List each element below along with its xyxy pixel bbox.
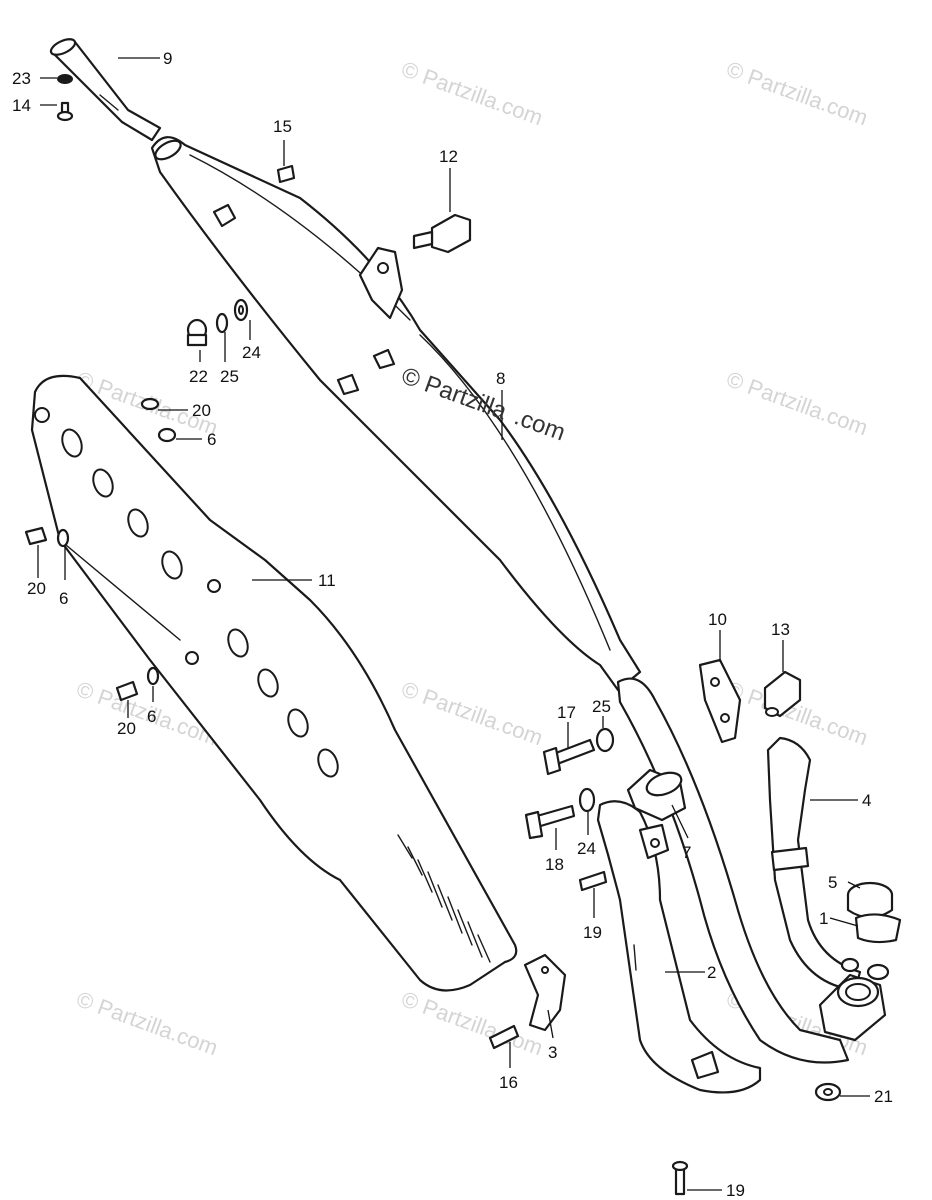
nut-23 <box>57 74 73 84</box>
watermark-text: © Partzilla.com <box>398 56 546 130</box>
callout-9: 9 <box>163 49 172 68</box>
callout-labels: 9 23 14 15 12 22 25 24 20 6 8 20 6 11 20… <box>12 49 893 1200</box>
callout-12: 12 <box>439 147 458 166</box>
watermark-text: © Partzilla.com <box>73 986 221 1060</box>
nut-6 <box>56 528 70 548</box>
washer-25 <box>215 312 229 334</box>
part-collars <box>818 881 902 1042</box>
part-exhaust-pipe-lower <box>596 800 762 1094</box>
callout-17: 17 <box>557 703 576 722</box>
callout-22: 22 <box>189 367 208 386</box>
callout-15: 15 <box>273 117 292 136</box>
callout-24: 24 <box>242 343 261 362</box>
bolt-19 <box>674 1166 686 1196</box>
callout-19: 19 <box>583 923 602 942</box>
screw-20 <box>24 526 48 546</box>
washer-24 <box>578 787 596 813</box>
callout-3: 3 <box>548 1043 557 1062</box>
part-clamp-3 <box>523 953 567 1032</box>
bolt-16 <box>488 1024 520 1050</box>
part-heat-shield <box>30 374 518 992</box>
washer-25 <box>595 727 615 753</box>
callout-6: 6 <box>207 430 216 449</box>
part-muffler <box>150 136 642 692</box>
callout-14: 14 <box>12 96 31 115</box>
callout-20: 20 <box>117 719 136 738</box>
callout-25: 25 <box>220 367 239 386</box>
callout-6: 6 <box>147 707 156 726</box>
callout-5: 5 <box>828 873 837 892</box>
watermark-text: © Partzilla.com <box>723 56 871 130</box>
watermark-text: © Partzilla.com <box>723 366 871 440</box>
callout-7: 7 <box>682 843 691 862</box>
callout-16: 16 <box>499 1073 518 1092</box>
callout-20: 20 <box>27 579 46 598</box>
callout-20: 20 <box>192 401 211 420</box>
hardware <box>24 74 842 1196</box>
watermark-text: © Partzilla.com <box>398 986 546 1060</box>
screw-20 <box>115 680 139 702</box>
screw-20 <box>140 397 160 411</box>
callout-24: 24 <box>577 839 596 858</box>
part-sleeve <box>626 768 687 822</box>
callout-1: 1 <box>819 909 828 928</box>
callout-6: 6 <box>59 589 68 608</box>
nut-6 <box>157 427 177 443</box>
part-stud-12 <box>412 213 472 254</box>
nut-6 <box>146 666 160 686</box>
watermark-text: © Partzilla.com <box>398 676 546 750</box>
leader-lines <box>37 57 870 1191</box>
watermark-center-b: .com <box>511 403 569 446</box>
callout-8: 8 <box>496 369 505 388</box>
callout-4: 4 <box>862 791 871 810</box>
callout-10: 10 <box>708 610 727 629</box>
callout-19: 19 <box>726 1181 745 1200</box>
bolt-19 <box>578 870 608 892</box>
callout-18: 18 <box>545 855 564 874</box>
callout-25: 25 <box>592 697 611 716</box>
callout-23: 23 <box>12 69 31 88</box>
callout-21: 21 <box>874 1087 893 1106</box>
part-bracket-10 <box>698 658 742 744</box>
callout-11: 11 <box>318 571 336 590</box>
bolt-15 <box>276 164 296 184</box>
callout-13: 13 <box>771 620 790 639</box>
part-tail-pipe <box>49 38 162 142</box>
callout-2: 2 <box>707 963 716 982</box>
part-hex-spacer-13 <box>763 670 802 718</box>
